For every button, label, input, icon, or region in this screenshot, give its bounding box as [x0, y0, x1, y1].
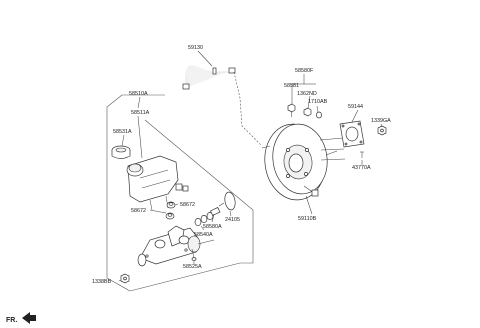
seal-part — [194, 212, 214, 226]
bracket-bolt-part — [287, 103, 296, 117]
reservoir-cap-part — [111, 145, 131, 159]
master-cylinder-assembly-box — [106, 94, 254, 292]
label-piston-kit: 58525A — [183, 264, 202, 270]
label-direction: FR. — [6, 317, 17, 324]
brake-booster-part — [261, 123, 346, 201]
label-mount-bolt: 1338BB — [92, 279, 112, 285]
label-seal: 58540A — [194, 232, 213, 238]
pin-part — [360, 151, 364, 158]
vacuum-hose-part — [182, 65, 236, 90]
label-nut: 1339GA — [371, 118, 391, 124]
label-hose: 59130 — [188, 45, 203, 51]
label-retainer: 1710AB — [308, 99, 328, 105]
switch-part — [210, 202, 225, 216]
label-clevis: 1362ND — [297, 91, 317, 97]
mount-bolt-part — [120, 273, 130, 284]
label-grommet: 58672 — [131, 208, 146, 214]
grommet-part-2 — [165, 212, 175, 220]
reservoir-part — [126, 155, 189, 211]
label-o-ring: 24105 — [225, 217, 240, 223]
piston-kit-part — [191, 248, 197, 261]
label-bracket-bolt: 58581 — [284, 83, 299, 89]
hose-dash-link — [233, 71, 263, 147]
retainer-part — [316, 111, 322, 119]
label-booster: 59110B — [298, 216, 317, 222]
leader-lines — [118, 50, 383, 282]
master-cylinder-part — [137, 225, 215, 267]
label-reservoir-assy: 58511A — [131, 110, 150, 116]
gasket-part — [339, 120, 365, 148]
o-ring-part — [224, 191, 236, 211]
label-switch: 58580A — [203, 224, 222, 230]
clevis-part — [303, 107, 312, 117]
nut-part — [377, 125, 387, 136]
label-reservoir-cap: 58531A — [113, 129, 132, 135]
label-bracket-kit: 58580F — [295, 68, 314, 74]
label-grommet-2: 58672 — [180, 202, 195, 208]
direction-arrow-icon — [22, 312, 36, 324]
label-pin: 43770A — [352, 165, 371, 171]
label-master-cylinder-assy: 58510A — [129, 91, 148, 97]
grommet-part — [166, 201, 176, 209]
label-gasket: 59144 — [348, 104, 363, 110]
